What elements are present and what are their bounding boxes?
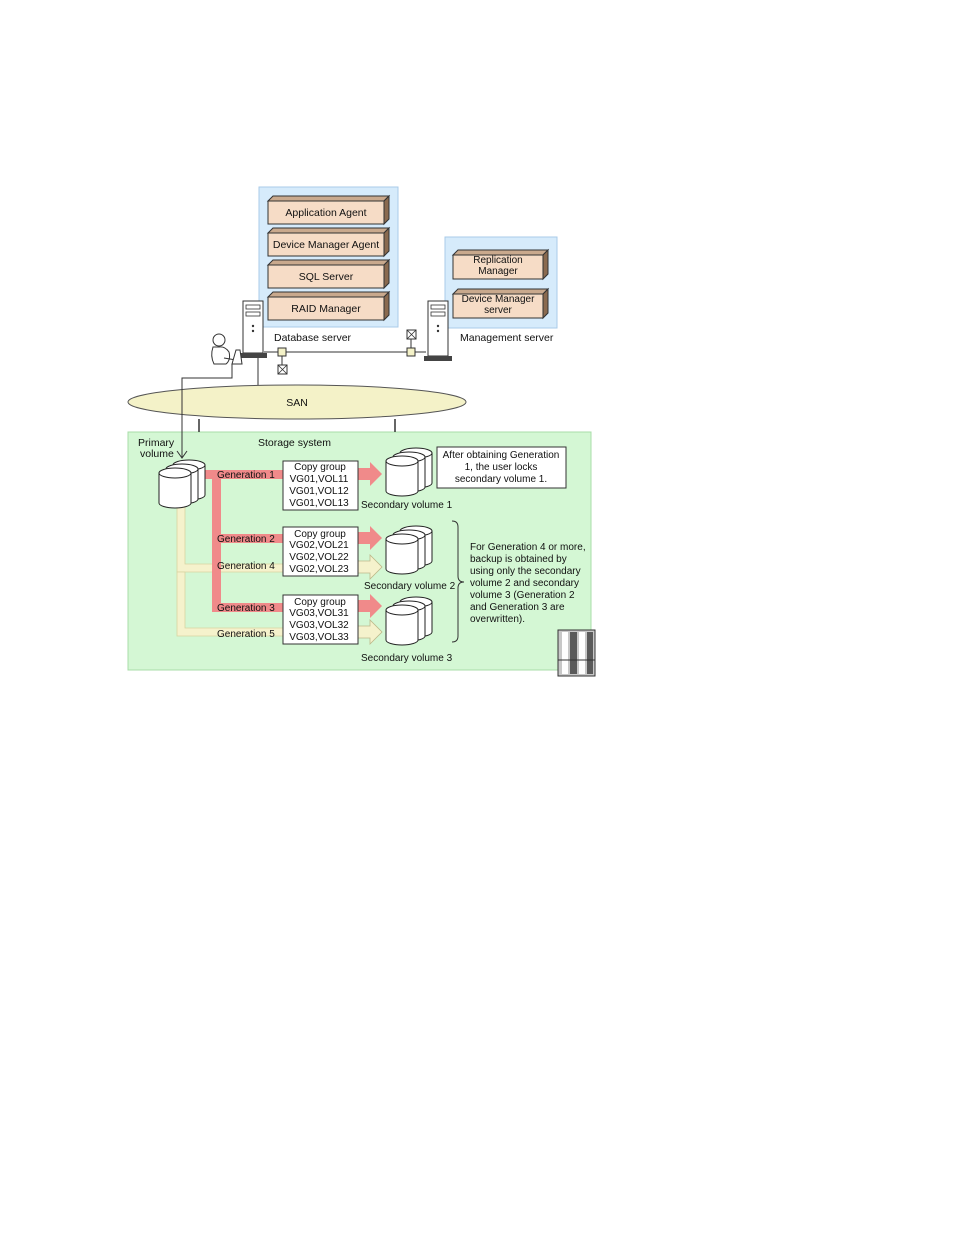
component-label: RAID Manager — [291, 303, 361, 315]
component-label-line1: Replication — [473, 255, 522, 266]
overwrite-note-line: volume 2 and secondary — [470, 578, 579, 589]
copy-group-title: Copy group — [294, 597, 346, 608]
brace — [451, 520, 465, 643]
san-ellipse — [127, 384, 467, 420]
db-component-raid-manager: RAID Manager — [266, 290, 391, 322]
secondary-volume-1-label: Secondary volume 1 — [361, 500, 453, 511]
storage-system-label: Storage system — [258, 437, 331, 449]
management-server-tower-icon — [424, 300, 452, 361]
overwrite-note-line: using only the secondary — [470, 566, 581, 577]
primary-volume-label-line1: Primary — [138, 437, 175, 449]
overwrite-note-line: and Generation 3 are — [470, 602, 565, 613]
overwrite-note: For Generation 4 or more, backup is obta… — [470, 542, 586, 625]
generation-1-label: Generation 1 — [217, 470, 275, 481]
user-icon — [211, 333, 243, 365]
copy-group-item: VG03,VOL32 — [289, 620, 349, 631]
lock-note-line: 1, the user locks — [465, 462, 538, 473]
copy-group-3: Copy group VG03,VOL31 VG03,VOL32 VG03,VO… — [282, 594, 359, 645]
copy-group-item: VG01,VOL12 — [289, 486, 349, 497]
overwrite-note-line: volume 3 (Generation 2 — [470, 590, 575, 601]
lock-note-line: After obtaining Generation — [443, 450, 560, 461]
mgmt-component-device-manager-server: Device Manager server — [451, 287, 550, 320]
generation-2-label: Generation 2 — [217, 534, 275, 545]
generation-4-label: Generation 4 — [217, 561, 275, 572]
component-label-line2: Manager — [478, 266, 518, 277]
copy-group-item: VG02,VOL22 — [289, 552, 349, 563]
overwrite-note-line: backup is obtained by — [470, 554, 567, 565]
database-server-label: Database server — [274, 332, 352, 344]
component-label-line2: server — [484, 305, 512, 316]
lan-port-icon — [277, 347, 287, 357]
active-copy-paths — [203, 462, 382, 618]
disabled-port-icon — [277, 364, 288, 375]
db-component-application-agent: Application Agent — [266, 194, 391, 226]
disabled-port-icon — [406, 329, 417, 340]
secondary-volume-3-label: Secondary volume 3 — [361, 653, 453, 664]
lan-port-icon — [406, 347, 416, 357]
copy-group-item: VG01,VOL11 — [290, 474, 349, 485]
copy-group-item: VG01,VOL13 — [289, 498, 349, 509]
primary-volume-label-line2: volume — [140, 448, 174, 460]
component-label: SQL Server — [299, 271, 354, 283]
copy-group-1: Copy group VG01,VOL11 VG01,VOL12 VG01,VO… — [282, 460, 359, 511]
copy-group-item: VG03,VOL31 — [289, 608, 349, 619]
inactive-copy-paths — [176, 504, 383, 645]
component-label: Device Manager Agent — [273, 239, 379, 251]
storage-cabinet-icon — [557, 629, 596, 677]
component-label: Application Agent — [285, 207, 366, 219]
copy-group-item: VG03,VOL33 — [289, 632, 349, 643]
generation-5-label: Generation 5 — [217, 629, 275, 640]
lock-note-line: secondary volume 1. — [455, 474, 547, 485]
overwrite-note-line: overwritten). — [470, 614, 525, 625]
copy-group-item: VG02,VOL21 — [289, 540, 349, 551]
db-component-sql-server: SQL Server — [266, 258, 391, 290]
database-server-tower-icon — [239, 300, 267, 358]
mgmt-component-replication-manager: Replication Manager — [451, 248, 550, 281]
secondary-volume-2-label: Secondary volume 2 — [364, 581, 456, 592]
copy-group-2: Copy group VG02,VOL21 VG02,VOL22 VG02,VO… — [282, 526, 359, 577]
copy-group-title: Copy group — [294, 529, 346, 540]
management-server-label: Management server — [460, 332, 554, 344]
san-label: SAN — [286, 397, 308, 409]
copy-group-title: Copy group — [294, 462, 346, 473]
db-component-device-manager-agent: Device Manager Agent — [266, 226, 391, 258]
overwrite-note-line: For Generation 4 or more, — [470, 542, 586, 553]
generation-3-label: Generation 3 — [217, 603, 275, 614]
copy-group-item: VG02,VOL23 — [289, 564, 349, 575]
lock-note: After obtaining Generation 1, the user l… — [436, 446, 567, 489]
component-label-line1: Device Manager — [462, 294, 535, 305]
user-access-line — [181, 364, 233, 458]
